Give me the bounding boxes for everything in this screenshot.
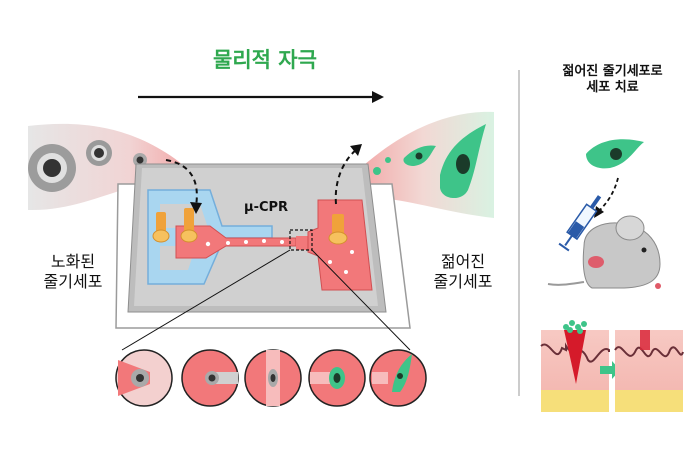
therapy-young-cell <box>586 139 644 169</box>
young-cell-medium <box>403 145 436 166</box>
skin-wound-before <box>540 320 610 412</box>
device-label: μ-CPR <box>244 200 289 215</box>
young-cell-small <box>373 157 391 175</box>
zoom-region <box>289 229 313 251</box>
cells-in-arrow <box>165 159 202 214</box>
young-stem-cell-label: 젊어진 줄기세포 <box>433 252 493 291</box>
aged-cell-large <box>28 144 76 192</box>
page-title: 물리적 자극 <box>213 48 317 72</box>
inlet-port-1 <box>152 212 170 243</box>
aged-stem-cell-label: 노화된 줄기세포 <box>43 252 103 291</box>
zoom-circle-1 <box>115 349 173 407</box>
progress-arrow <box>138 91 384 103</box>
zoom-circle-4 <box>308 349 366 407</box>
therapy-dashed-arrow <box>594 177 619 218</box>
syringe-icon <box>558 195 602 252</box>
skin-wound-after <box>614 330 684 412</box>
channel-cells <box>205 239 354 274</box>
zoom-circle-2 <box>181 349 239 407</box>
aged-cell-stream <box>28 123 196 211</box>
young-cell-large <box>440 124 486 199</box>
cell-therapy-title: 젊어진 줄기세포로 세포 치료 <box>562 64 663 96</box>
aged-cell-medium <box>86 140 112 166</box>
zoom-circle-3 <box>244 349 302 407</box>
zoom-lines <box>121 249 411 351</box>
inlet-port-2 <box>180 208 198 243</box>
cells-out-arrow <box>334 144 362 205</box>
mouse-icon <box>547 215 661 289</box>
zoom-circle-5 <box>369 349 427 407</box>
outlet-port <box>328 214 348 245</box>
